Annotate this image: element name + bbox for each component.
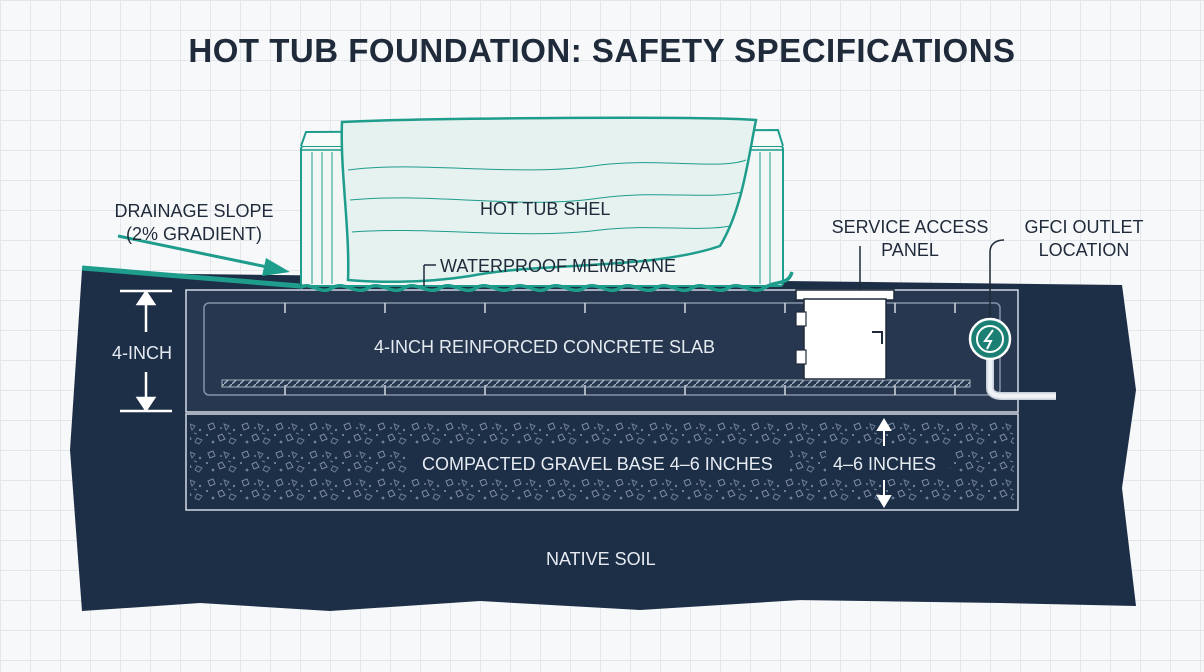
gfci-line2: LOCATION <box>1038 239 1130 260</box>
gravel-thickness-label: 4–6 INCHES <box>833 454 937 474</box>
waterproof-membrane <box>298 271 794 292</box>
service-access-line1: SERVICE ACCESS <box>831 217 989 237</box>
gfci-outlet <box>968 239 1056 400</box>
service-access-panel <box>795 246 895 380</box>
drainage-slope-line <box>81 265 301 289</box>
native-soil-label: NATIVE SOIL <box>546 549 656 569</box>
membrane-label: WATERPROOF MEMBRANE <box>440 256 677 276</box>
rebar-line <box>221 379 971 388</box>
gravel-label: COMPACTED GRAVEL BASE 4–6 INCHES <box>422 454 773 474</box>
gravel-thickness-arrow <box>876 418 892 508</box>
drainage-slope-line1: DRAINAGE SLOPE <box>114 201 274 221</box>
slab-label: 4-INCH REINFORCED CONCRETE SLAB <box>374 337 716 357</box>
diagram-title: HOT TUB FOUNDATION: SAFETY SPECIFICATION… <box>188 32 1016 69</box>
tub-cover <box>340 116 758 284</box>
slab-thickness-arrow <box>120 289 172 413</box>
gfci-line1: GFCI OUTLET <box>1024 217 1144 237</box>
tub-shell-label: HOT TUB SHEL <box>480 199 611 219</box>
hot-tub <box>300 116 784 287</box>
service-access-line2: PANEL <box>881 239 939 260</box>
drainage-slope-label: DRAINAGE SLOPE (2% GRADIENT) <box>106 200 282 245</box>
gfci-label: GFCI OUTLET LOCATION <box>1006 216 1162 261</box>
service-access-label: SERVICE ACCESS PANEL <box>820 216 1000 261</box>
slab-thickness-label: 4-INCH <box>112 343 173 363</box>
drainage-slope-line2: (2% GRADIENT) <box>125 223 262 244</box>
drainage-arrow <box>117 234 290 276</box>
gravel-label-bg <box>410 447 790 479</box>
gravel-thickness-label-bg <box>826 447 950 479</box>
